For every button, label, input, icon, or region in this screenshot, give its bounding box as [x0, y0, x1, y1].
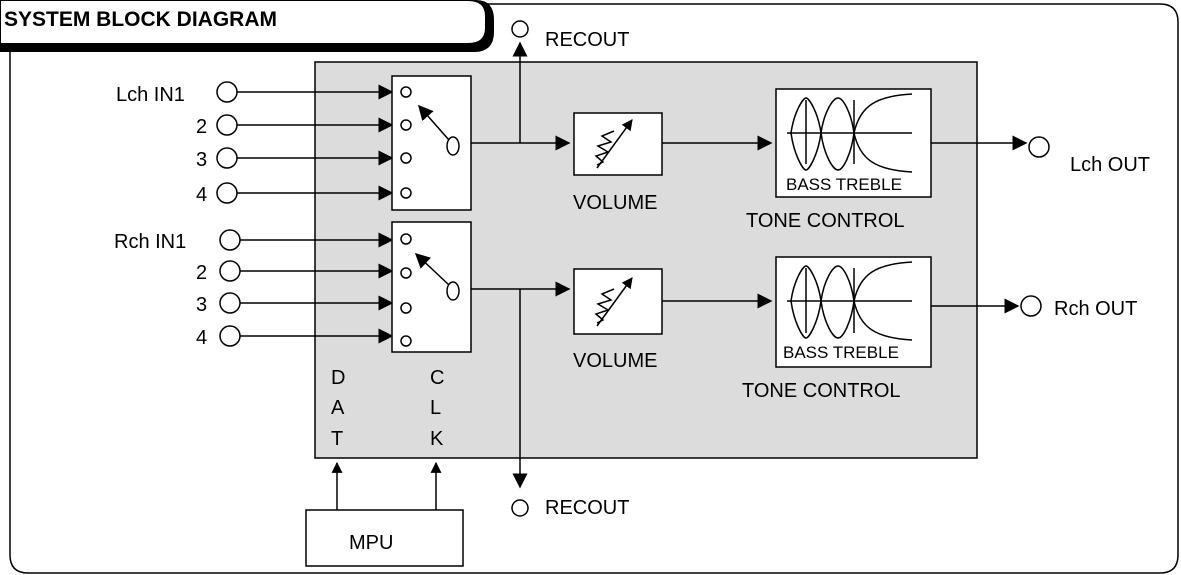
diagram-title: SYSTEM BLOCK DIAGRAM [4, 8, 277, 31]
svg-text:K: K [430, 428, 444, 450]
outer-frame [9, 3, 1179, 574]
mpu-block: MPU [305, 461, 464, 567]
lch-input-selector [391, 75, 472, 211]
recout-top-terminal [511, 20, 529, 38]
lch-volume-block: VOLUME [573, 112, 663, 214]
rch-out-terminal [1020, 295, 1042, 317]
svg-text:C: C [430, 367, 444, 389]
lch-out-terminal [1028, 136, 1050, 158]
rch-volume-label: VOLUME [573, 350, 657, 372]
title-tab: SYSTEM BLOCK DIAGRAM [0, 0, 494, 52]
rch-in4-label: 4 [196, 327, 207, 349]
rch-in2-label: 2 [196, 262, 207, 284]
rch-tone-control-label: TONE CONTROL [742, 380, 901, 402]
rch-in4-terminal [219, 325, 241, 347]
lch-inputs: Lch IN1 2 3 4 [116, 81, 394, 206]
lch-volume-label: VOLUME [573, 192, 657, 214]
rch-in1-terminal [219, 229, 241, 251]
rch-inputs: Rch IN1 2 3 4 [114, 229, 394, 349]
dat-label: D A T [331, 367, 345, 450]
svg-text:L: L [430, 397, 441, 419]
recout-bottom-terminal [511, 499, 529, 517]
recout-top-label: RECOUT [545, 29, 629, 51]
rch-bass-treble-label: BASS TREBLE [783, 343, 899, 362]
lch-bass-treble-label: BASS TREBLE [786, 175, 902, 194]
rch-in1-label: Rch IN1 [114, 231, 186, 253]
rch-tone-control-block: BASS TREBLE TONE CONTROL [742, 256, 932, 402]
clk-label: C L K [430, 367, 444, 450]
svg-text:D: D [331, 367, 345, 389]
lch-in4-terminal [216, 182, 238, 204]
rch-in3-terminal [219, 292, 241, 314]
lch-tone-control-label: TONE CONTROL [746, 210, 905, 232]
mpu-label: MPU [349, 532, 393, 554]
lch-in3-terminal [216, 147, 238, 169]
lch-in1-label: Lch IN1 [116, 84, 185, 106]
svg-text:A: A [331, 397, 345, 419]
lch-in4-label: 4 [196, 184, 207, 206]
rch-in3-label: 3 [196, 294, 207, 316]
recout-bottom-label: RECOUT [545, 497, 629, 519]
rch-volume-block: VOLUME [573, 268, 663, 372]
lch-in2-terminal [216, 114, 238, 136]
lch-in1-terminal [216, 81, 238, 103]
lch-in3-label: 3 [196, 149, 207, 171]
lch-out-label: Lch OUT [1070, 154, 1150, 176]
lch-tone-control-block: BASS TREBLE TONE CONTROL [746, 88, 932, 232]
rch-out-label: Rch OUT [1054, 298, 1137, 320]
rch-in2-terminal [219, 260, 241, 282]
svg-text:T: T [331, 428, 343, 450]
lch-in2-label: 2 [196, 116, 207, 138]
rch-input-selector [391, 221, 472, 353]
